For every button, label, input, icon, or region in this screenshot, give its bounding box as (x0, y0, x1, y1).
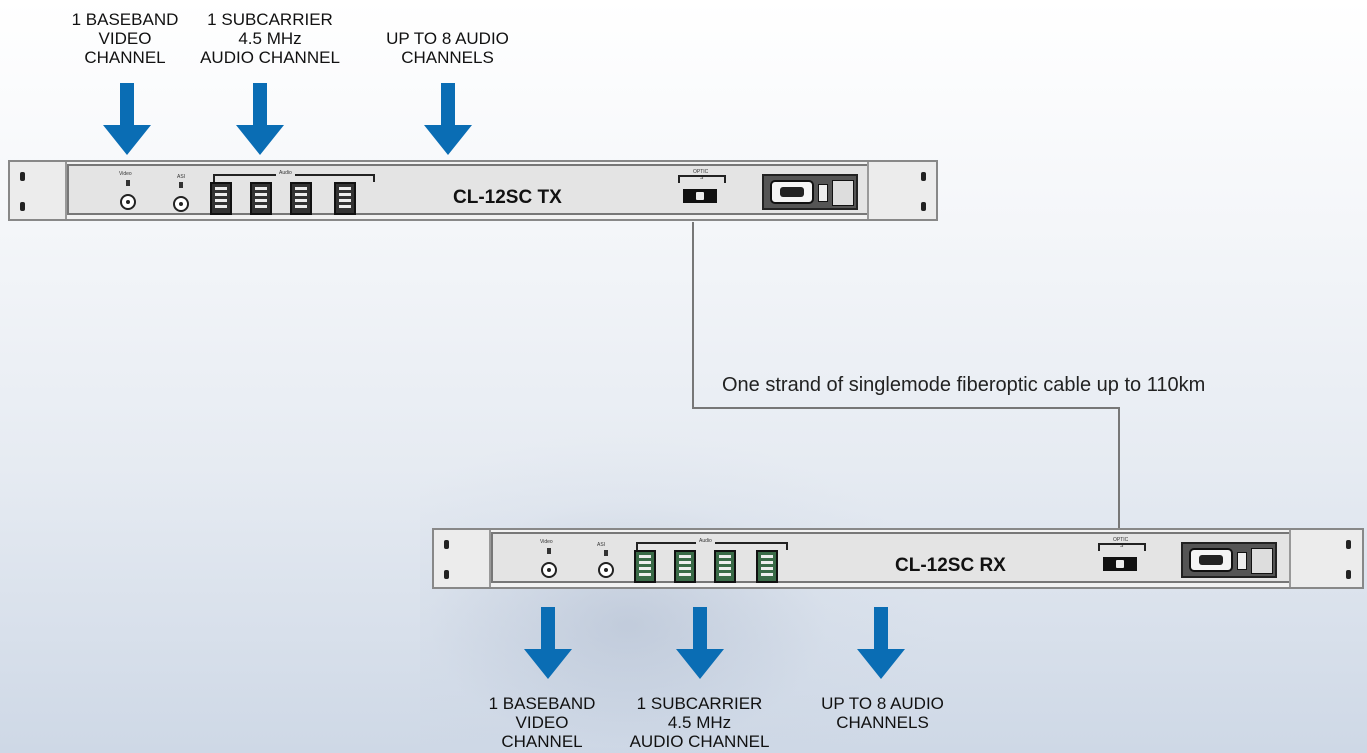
rx-asi-connector (598, 562, 614, 578)
rx-asi-label: ASI (597, 542, 606, 548)
rx-audio-label: Audio (696, 538, 715, 544)
arrow-down-icon (236, 83, 284, 155)
tx-unit: Video ASI Audio CL-12SC TX OPTIC S (8, 160, 938, 221)
tx-rack-ear-right (867, 162, 936, 219)
tx-rack-ear-left (10, 162, 67, 219)
background-haze (420, 430, 940, 753)
tx-optic-port (683, 189, 717, 203)
tx-asi-label: ASI (177, 174, 186, 180)
fiber-caption: One strand of singlemode fiberoptic cabl… (722, 374, 1206, 396)
tx-optic-label: OPTIC (693, 169, 709, 175)
rx-power-module (1181, 542, 1277, 578)
rx-optic-label: OPTIC (1113, 537, 1129, 543)
tx-video-connector (120, 194, 136, 210)
rx-optic-port (1103, 557, 1137, 571)
tx-audio-terminal (250, 182, 272, 215)
rx-audio-terminal (714, 550, 736, 583)
power-socket-icon (770, 180, 814, 204)
arrow-down-icon (676, 607, 724, 679)
tx-optic-sub: S (700, 175, 704, 181)
tx-power-module (762, 174, 858, 210)
power-switch (1251, 548, 1273, 574)
rx-audio-terminal (634, 550, 656, 583)
arrow-down-icon (857, 607, 905, 679)
power-socket-icon (1189, 548, 1233, 572)
top-label-audio: UP TO 8 AUDIO CHANNELS (386, 29, 509, 67)
rx-front-panel: Video ASI Audio CL-12SC RX OPTIC S (491, 532, 1291, 583)
rx-rack-ear-right (1289, 530, 1362, 587)
rx-audio-terminal (674, 550, 696, 583)
rx-rack-ear-left (434, 530, 491, 587)
arrow-down-icon (424, 83, 472, 155)
rx-video-connector (541, 562, 557, 578)
tx-audio-terminal (210, 182, 232, 215)
tx-video-label: Video (119, 171, 132, 177)
bottom-label-subcarrier: 1 SUBCARRIER 4.5 MHz AUDIO CHANNEL (629, 694, 770, 751)
rx-video-label: Video (540, 539, 553, 545)
top-label-subcarrier: 1 SUBCARRIER 4.5 MHz AUDIO CHANNEL (200, 10, 340, 67)
bottom-label-video: 1 BASEBAND VIDEO CHANNEL (488, 694, 596, 751)
arrow-down-icon (103, 83, 151, 155)
rx-optic-sub: S (1120, 543, 1124, 549)
tx-front-panel: Video ASI Audio CL-12SC TX OPTIC S (67, 164, 869, 215)
rx-audio-terminal (756, 550, 778, 583)
rx-unit: Video ASI Audio CL-12SC RX OPTIC S (432, 528, 1364, 589)
tx-audio-terminal (290, 182, 312, 215)
bottom-label-audio: UP TO 8 AUDIO CHANNELS (821, 694, 944, 732)
tx-model-name: CL-12SC TX (453, 187, 562, 208)
top-label-video: 1 BASEBAND VIDEO CHANNEL (71, 10, 179, 67)
arrow-down-icon (524, 607, 572, 679)
tx-asi-connector (173, 196, 189, 212)
rx-model-name: CL-12SC RX (895, 555, 1006, 576)
tx-audio-terminal (334, 182, 356, 215)
tx-audio-label: Audio (276, 170, 295, 176)
power-switch (832, 180, 854, 206)
